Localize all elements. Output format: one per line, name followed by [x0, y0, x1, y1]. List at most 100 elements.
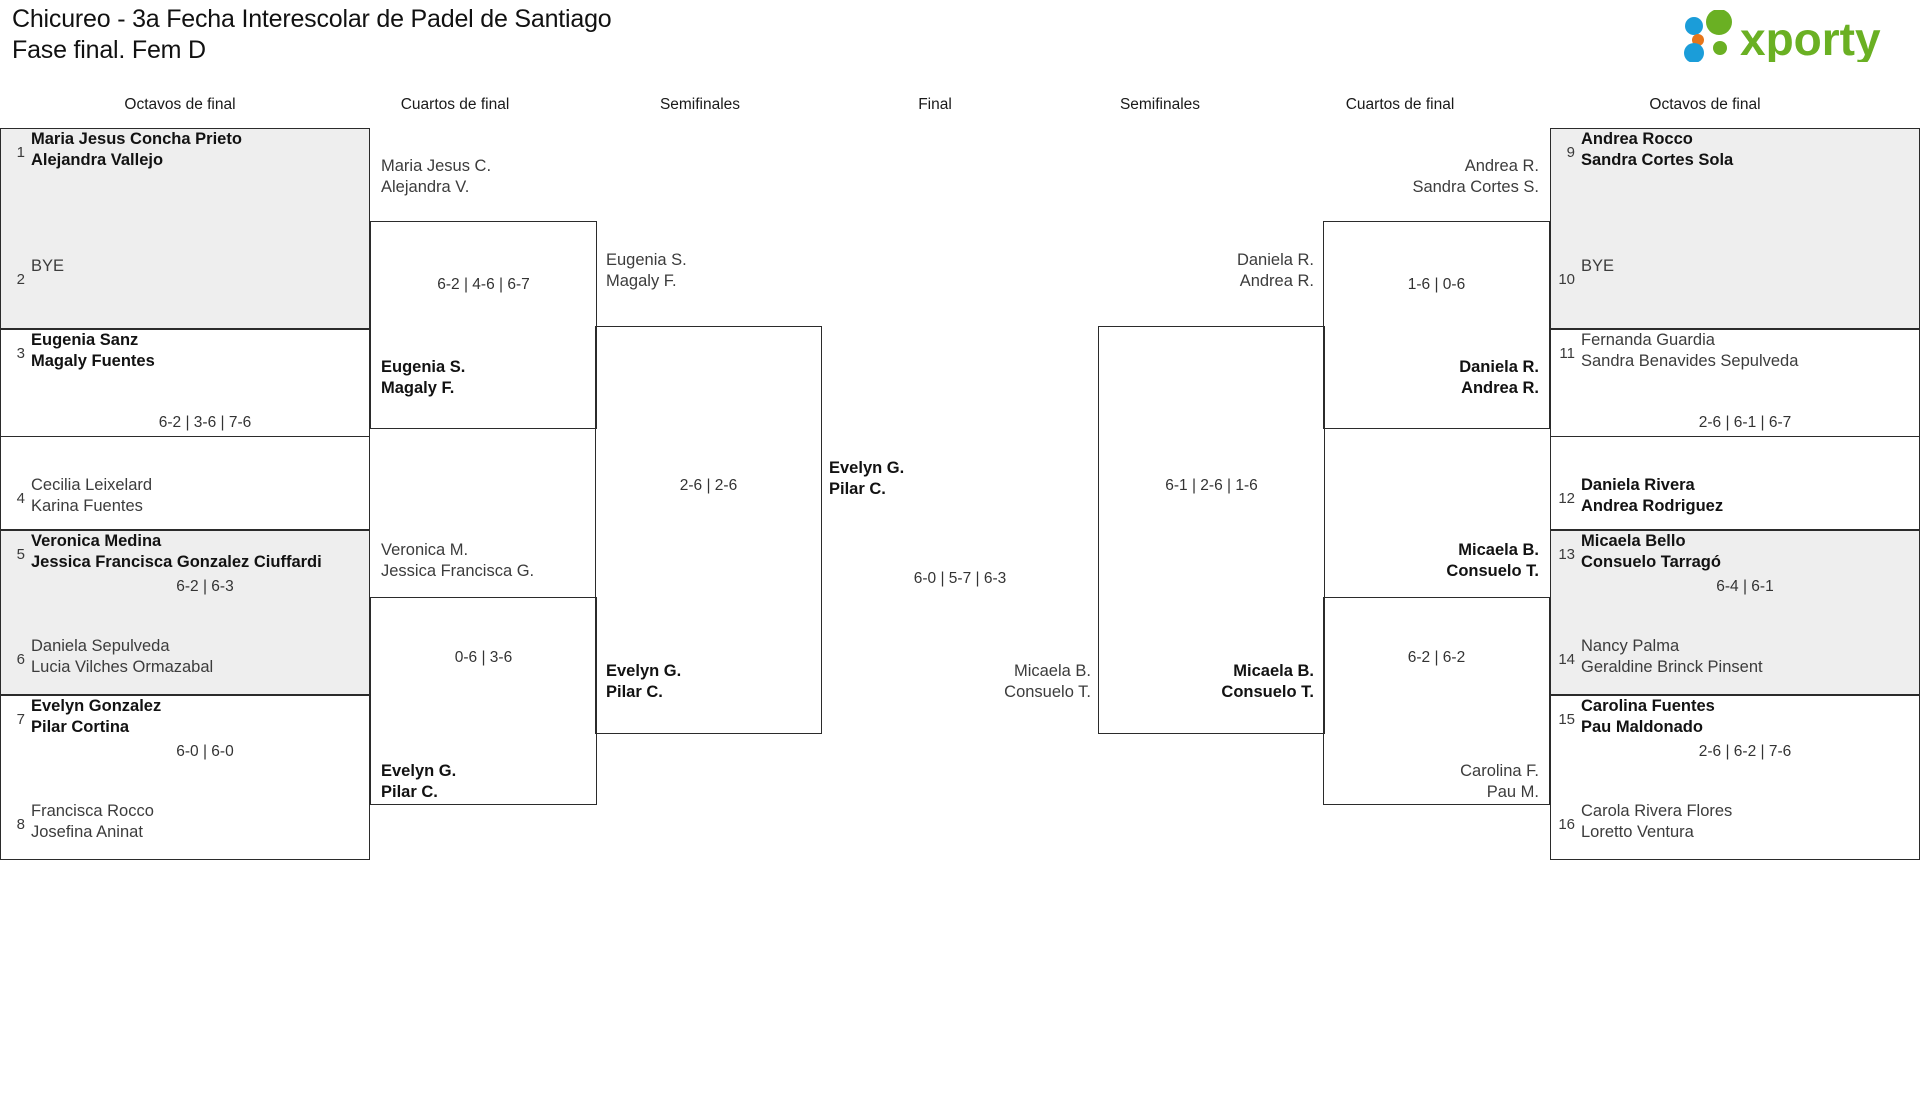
qf-right-1-bottom-names: Daniela R. Andrea R.	[1330, 357, 1539, 399]
match-box-right-qf-1[interactable]	[1323, 221, 1550, 429]
player-name: Magaly Fuentes	[31, 352, 155, 370]
match-box-left-r16-2b[interactable]: 4 Cecilia Leixelard Karina Fuentes	[0, 437, 370, 530]
player-name: Jessica Francisca Gonzalez Ciuffardi	[31, 553, 322, 571]
player-name: Pau M.	[1486, 783, 1539, 801]
sf-right-top-names: Daniela R. Andrea R.	[1105, 250, 1314, 292]
match-box-right-r16-3[interactable]: 13 Micaela Bello Consuelo Tarragó 14 Nan…	[1550, 530, 1920, 695]
qf-right-2-bottom-names: Carolina F. Pau M.	[1330, 761, 1539, 803]
sf-left-bottom-names: Evelyn G. Pilar C.	[606, 661, 681, 703]
player-name: Consuelo Tarragó	[1581, 553, 1721, 571]
seed-number: 2	[16, 271, 25, 288]
player-name: Eugenia S.	[381, 358, 466, 376]
player-name: Magaly F.	[381, 379, 455, 397]
player-name: Daniela Sepulveda	[31, 637, 170, 655]
player-name: BYE	[1581, 257, 1615, 275]
final-bottom-names: Micaela B. Consuelo T.	[880, 661, 1091, 703]
match-score: 6-4 | 6-1	[1716, 578, 1774, 595]
seed-number: 9	[1566, 144, 1575, 161]
seed-number: 5	[16, 546, 25, 563]
seed-number: 15	[1558, 711, 1575, 728]
seed-number: 11	[1559, 345, 1575, 362]
qf-left-1-top-names: Maria Jesus C. Alejandra V.	[381, 156, 491, 198]
player-name: Carolina Fuentes	[1581, 697, 1715, 715]
match-score: 6-2 | 6-2	[1407, 649, 1466, 666]
player-name: Evelyn G.	[606, 662, 682, 680]
seed-number: 3	[16, 345, 25, 362]
player-name: Alejandra Vallejo	[31, 151, 164, 169]
player-name: Evelyn Gonzalez	[31, 697, 162, 715]
player-name: Karina Fuentes	[31, 497, 143, 515]
player-name: Micaela B.	[1458, 541, 1539, 559]
player-name: Pilar C.	[381, 783, 438, 801]
player-name: Carola Rivera Flores	[1581, 802, 1733, 820]
sf-left-top-names: Eugenia S. Magaly F.	[606, 250, 687, 292]
player-name: Alejandra V.	[381, 178, 470, 196]
seed-number: 4	[16, 490, 25, 507]
qf-left-1-bottom-names: Eugenia S. Magaly F.	[381, 357, 465, 399]
player-name: Andrea R.	[1464, 157, 1539, 175]
title-line-2: Fase final. Fem D	[12, 36, 206, 64]
match-box-right-sf[interactable]	[1098, 326, 1325, 734]
player-name: Andrea Rocco	[1581, 130, 1693, 148]
match-box-left-qf-1[interactable]	[370, 221, 597, 429]
qf-right-1-top-names: Andrea R. Sandra Cortes S.	[1330, 156, 1539, 198]
match-score: 6-2 | 3-6 | 7-6	[158, 414, 252, 431]
match-box-right-r16-2[interactable]: 11 Fernanda Guardia Sandra Benavides Sep…	[1550, 329, 1920, 437]
match-box-left-qf-2[interactable]	[370, 597, 597, 805]
match-box-left-sf[interactable]	[595, 326, 822, 734]
player-name: Pilar C.	[606, 683, 663, 701]
player-name: Evelyn G.	[381, 762, 457, 780]
player-name: Geraldine Brinck Pinsent	[1581, 658, 1763, 676]
match-score: 2-6 | 6-2 | 7-6	[1698, 743, 1792, 760]
match-box-left-r16-3[interactable]: 5 Veronica Medina Jessica Francisca Gonz…	[0, 530, 370, 695]
round-label-final: Final	[918, 96, 952, 113]
seed-number: 6	[16, 651, 25, 668]
player-name: Daniela R.	[1236, 251, 1314, 269]
svg-text:xporty: xporty	[1740, 13, 1881, 62]
player-name: Lucia Vilches Ormazabal	[31, 658, 214, 676]
player-name: Veronica Medina	[31, 532, 162, 550]
final-top-names: Evelyn G. Pilar C.	[829, 458, 904, 500]
match-box-right-qf-2[interactable]	[1323, 597, 1550, 805]
xporty-logo[interactable]: xporty	[1678, 10, 1898, 62]
player-name: Fernanda Guardia	[1581, 331, 1715, 349]
player-name: Micaela B.	[1013, 662, 1091, 680]
seed-number: 1	[16, 144, 25, 161]
player-name: Loretto Ventura	[1581, 823, 1694, 841]
match-box-right-r16-4[interactable]: 15 Carolina Fuentes Pau Maldonado 16 Car…	[1550, 695, 1920, 860]
page-title: Chicureo - 3a Fecha Interescolar de Pade…	[12, 4, 612, 66]
round-label-left-qf: Cuartos de final	[400, 96, 510, 113]
player-name: Evelyn G.	[829, 459, 905, 477]
player-name: Pilar Cortina	[31, 718, 130, 736]
player-name: Sandra Benavides Sepulveda	[1581, 352, 1799, 370]
match-box-left-r16-2[interactable]: 3 Eugenia Sanz Magaly Fuentes	[0, 329, 370, 437]
player-name: Sandra Cortes Sola	[1581, 151, 1734, 169]
round-label-right-r16: Octavos de final	[1649, 96, 1761, 113]
round-label-right-qf: Cuartos de final	[1345, 96, 1455, 113]
player-name: Veronica M.	[381, 541, 469, 559]
seed-number: 16	[1558, 816, 1575, 833]
player-name: Andrea Rodriguez	[1581, 497, 1724, 515]
title-line-1: Chicureo - 3a Fecha Interescolar de Pade…	[12, 5, 612, 33]
match-box-right-r16-2b[interactable]: 12 Daniela Rivera Andrea Rodriguez	[1550, 437, 1920, 530]
round-label-left-r16: Octavos de final	[124, 96, 236, 113]
qf-right-2-top-names: Micaela B. Consuelo T.	[1330, 540, 1539, 582]
player-name: Pau Maldonado	[1581, 718, 1703, 736]
player-name: Daniela R.	[1459, 358, 1539, 376]
match-score: 6-0 | 5-7 | 6-3	[913, 570, 1007, 587]
player-name: Francisca Rocco	[31, 802, 154, 820]
match-box-left-r16-1[interactable]: 1 Maria Jesus Concha Prieto Alejandra Va…	[0, 128, 370, 329]
seed-number: 8	[16, 816, 25, 833]
match-score: 6-2 | 4-6 | 6-7	[437, 276, 530, 293]
player-name: Sandra Cortes S.	[1412, 178, 1539, 196]
player-name: Consuelo T.	[1004, 683, 1091, 701]
player-name: Andrea R.	[1239, 272, 1314, 290]
round-label-left-sf: Semifinales	[659, 96, 741, 113]
player-name: Consuelo T.	[1446, 562, 1539, 580]
match-box-right-r16-1[interactable]: 9 Andrea Rocco Sandra Cortes Sola 10 BYE	[1550, 128, 1920, 329]
match-box-left-r16-4[interactable]: 7 Evelyn Gonzalez Pilar Cortina 8 Franci…	[0, 695, 370, 860]
player-name: Jessica Francisca G.	[381, 562, 535, 580]
sf-right-bottom-names: Micaela B. Consuelo T.	[1105, 661, 1314, 703]
match-score: 6-2 | 6-3	[176, 578, 234, 595]
match-score: 6-1 | 2-6 | 1-6	[1165, 477, 1258, 494]
